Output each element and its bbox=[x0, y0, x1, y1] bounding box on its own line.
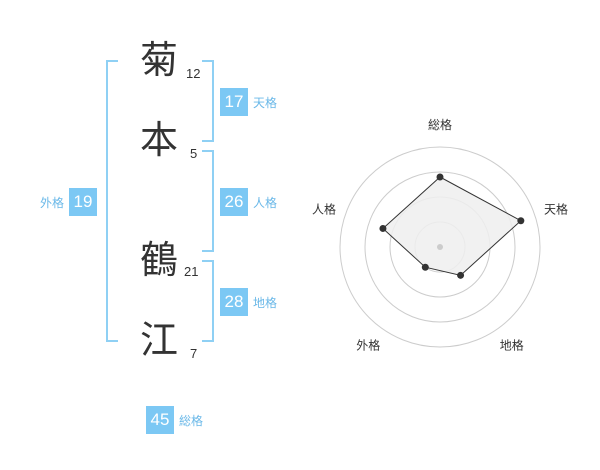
gaikaku-score: 外格 19 bbox=[40, 188, 98, 216]
radar-ring bbox=[339, 146, 541, 348]
name-char-3: 鶴 bbox=[140, 238, 179, 282]
name-char-1: 菊 bbox=[140, 38, 179, 82]
radar-axis-label-1: 天格 bbox=[544, 201, 568, 216]
gaikaku-bracket bbox=[106, 60, 118, 342]
name-char-2: 本 bbox=[140, 118, 179, 162]
radar-polygon bbox=[382, 176, 522, 276]
radar-axis-label-3: 外格 bbox=[356, 338, 380, 353]
tenkaku-value: 17 bbox=[220, 88, 248, 116]
radar-points bbox=[379, 173, 525, 279]
radar-point-2 bbox=[457, 271, 465, 279]
tenkaku-bracket bbox=[202, 60, 214, 142]
radar-point-4 bbox=[379, 224, 387, 232]
jinkaku-value: 26 bbox=[220, 188, 248, 216]
radar-axis-label-0: 総格 bbox=[428, 117, 452, 132]
stroke-count-2: 5 bbox=[190, 146, 198, 161]
soukaku-score: 45 総格 bbox=[146, 406, 203, 434]
radar-point-1 bbox=[517, 217, 525, 225]
name-char-4: 江 bbox=[140, 318, 179, 362]
jinkaku-bracket bbox=[202, 150, 214, 252]
gaikaku-value: 19 bbox=[69, 188, 98, 216]
stroke-count-4: 7 bbox=[190, 346, 198, 361]
jinkaku-label: 人格 bbox=[253, 195, 278, 210]
stroke-count-3: 21 bbox=[184, 264, 199, 279]
tenkaku-label: 天格 bbox=[253, 95, 278, 110]
chikaku-label: 地格 bbox=[253, 295, 278, 310]
radar-center bbox=[437, 244, 443, 250]
chikaku-score: 28 地格 bbox=[220, 288, 277, 316]
chikaku-bracket bbox=[202, 260, 214, 342]
radar-axis-label-4: 人格 bbox=[312, 201, 336, 216]
gaikaku-label: 外格 bbox=[40, 195, 65, 210]
stroke-count-1: 12 bbox=[186, 66, 201, 81]
radar-point-0 bbox=[436, 173, 444, 181]
tenkaku-score: 17 天格 bbox=[220, 88, 277, 116]
radar-axis-label-2: 地格 bbox=[500, 338, 524, 353]
soukaku-label: 総格 bbox=[179, 413, 204, 428]
soukaku-value: 45 bbox=[146, 406, 174, 434]
radar-point-3 bbox=[421, 263, 429, 271]
chikaku-value: 28 bbox=[220, 288, 248, 316]
jinkaku-score: 26 人格 bbox=[220, 188, 277, 216]
radar-ring bbox=[364, 171, 516, 323]
